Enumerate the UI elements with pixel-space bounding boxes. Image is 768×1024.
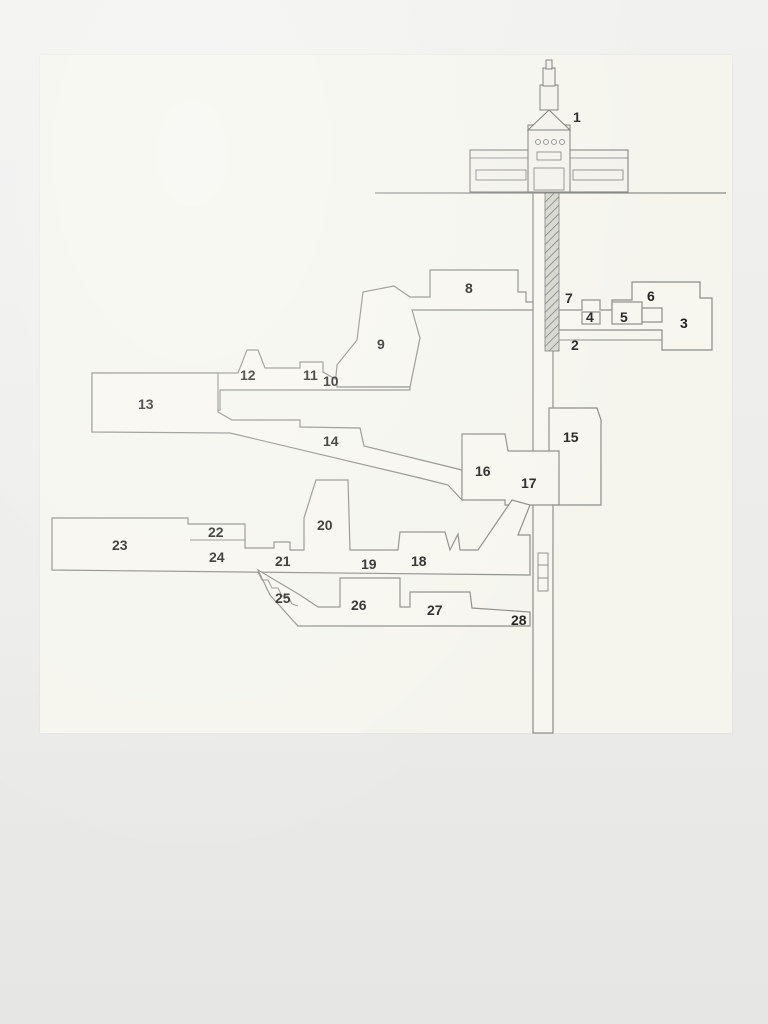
room-labels: 1 2 3 4 5 6 7 8 9 10 11 12 13 14 15 16 1… (112, 109, 688, 628)
label-1: 1 (573, 109, 581, 125)
surface-building (469, 59, 629, 193)
label-3: 3 (680, 315, 688, 331)
label-7: 7 (565, 290, 573, 306)
label-20: 20 (317, 517, 333, 533)
label-21: 21 (275, 553, 291, 569)
label-6: 6 (647, 288, 655, 304)
label-2: 2 (571, 337, 579, 353)
label-17: 17 (521, 475, 537, 491)
label-13: 13 (138, 396, 154, 412)
label-5: 5 (620, 309, 628, 325)
rooms-25-28 (256, 568, 531, 627)
label-16: 16 (475, 463, 491, 479)
rooms-13-14 (91, 372, 463, 502)
label-14: 14 (323, 433, 339, 449)
rooms-18-24 (51, 479, 531, 576)
label-12: 12 (240, 367, 256, 383)
label-4: 4 (586, 309, 594, 325)
label-24: 24 (209, 549, 225, 565)
label-26: 26 (351, 597, 367, 613)
label-19: 19 (361, 556, 377, 572)
rooms-15-17 (461, 407, 602, 506)
label-22: 22 (208, 524, 224, 540)
label-25: 25 (275, 590, 291, 606)
label-23: 23 (112, 537, 128, 553)
label-8: 8 (465, 280, 473, 296)
label-11: 11 (303, 367, 318, 383)
label-18: 18 (411, 553, 427, 569)
rooms-2-7 (558, 281, 713, 351)
label-9: 9 (377, 336, 385, 352)
label-28: 28 (511, 612, 527, 628)
label-10: 10 (323, 373, 339, 389)
label-15: 15 (563, 429, 579, 445)
label-27: 27 (427, 602, 443, 618)
